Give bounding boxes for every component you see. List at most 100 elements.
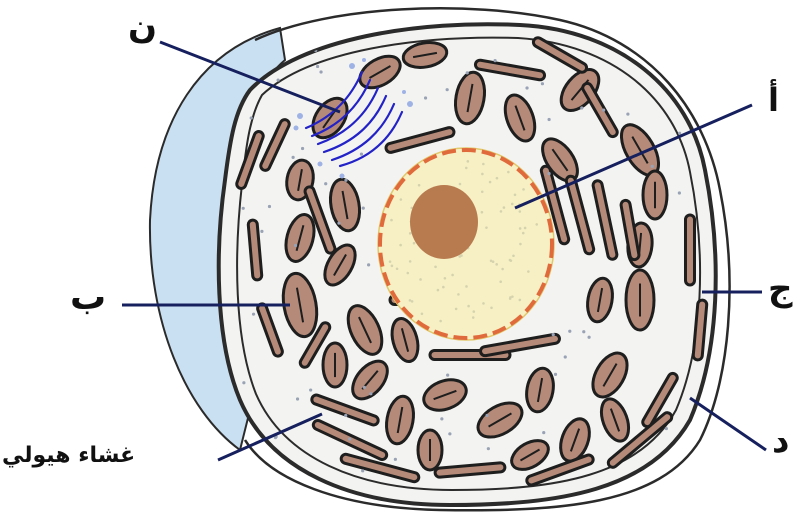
ribosome-dot (260, 230, 263, 233)
label-j: ج (768, 272, 793, 306)
chromatin-dot (418, 184, 421, 187)
chromatin-dot (406, 272, 409, 275)
chromatin-dot (501, 268, 504, 271)
ribosome-dot (277, 78, 280, 81)
chromatin-dot (482, 163, 485, 166)
ribosome-dot (564, 355, 567, 358)
ribosome-dot (319, 70, 322, 73)
chromatin-dot (519, 243, 522, 246)
chromatin-dot (519, 227, 522, 230)
ribosome-dot (587, 336, 590, 339)
ribosome-dot (554, 373, 557, 376)
ribosome-dot (582, 330, 585, 333)
ribosome-dot (337, 222, 340, 225)
chromatin-dot (519, 210, 522, 213)
chromatin-dot (396, 267, 399, 270)
ribosome-dot (548, 118, 551, 121)
chromatin-dot (481, 190, 484, 193)
chromatin-dot (499, 280, 502, 283)
chromatin-dot (409, 260, 412, 263)
ribosome-dot (541, 82, 544, 85)
label-membrane: غشاء هيولي (2, 445, 135, 467)
chromatin-dot (400, 198, 403, 201)
ribosome-dot (602, 109, 605, 112)
chromatin-dot (481, 173, 484, 176)
ribosome-dot (487, 447, 490, 450)
chromatin-dot (485, 226, 488, 229)
chromatin-dot (527, 270, 530, 273)
ribosome-dot (344, 414, 347, 417)
ribosome-dot (568, 330, 571, 333)
ribosome-dot (552, 333, 555, 336)
chromatin-dot (465, 285, 468, 288)
nucleolus (410, 185, 478, 259)
ribosome-dot (367, 263, 370, 266)
chromatin-dot (421, 312, 424, 315)
chromatin-dot (514, 194, 517, 197)
chromatin-dot (439, 320, 442, 323)
chromatin-dot (467, 160, 470, 163)
ribosome-dot (678, 191, 681, 194)
chromatin-dot (507, 171, 510, 174)
ribosome-dot (362, 207, 365, 210)
chromatin-dot (509, 296, 512, 299)
chromatin-dot (489, 181, 492, 184)
chromatin-dot (458, 255, 461, 258)
ribosome-dot (665, 427, 668, 430)
chromatin-dot (509, 259, 512, 262)
ribosome-dot (424, 96, 427, 99)
chromatin-dot (444, 277, 447, 280)
chromatin-dot (481, 211, 484, 214)
ribosome-dot (280, 484, 283, 487)
ribosome-dot (242, 207, 245, 210)
chromatin-dot (495, 263, 498, 266)
chromatin-dot (490, 260, 493, 263)
chromatin-dot (419, 278, 422, 281)
chromatin-dot (482, 302, 485, 305)
ribosome-dot (580, 106, 583, 109)
chromatin-dot (522, 188, 525, 191)
chromatin-dot (500, 210, 503, 213)
chromatin-dot (512, 254, 515, 257)
ribosome-dot (348, 437, 351, 440)
label-n: ن (128, 10, 157, 44)
ribosome-dot (309, 388, 312, 391)
chromatin-dot (467, 305, 470, 308)
ribosome-dot (324, 182, 327, 185)
chromatin-dot (437, 289, 440, 292)
label-d: د (772, 424, 789, 458)
ribosome-dot (292, 156, 295, 159)
ribosome-dot (446, 373, 449, 376)
ribosome-dot (296, 397, 299, 400)
chromatin-dot (465, 167, 468, 170)
chromatin-dot (522, 232, 525, 235)
chromatin-dot (511, 203, 514, 206)
label-b: ب (70, 280, 106, 316)
er-cisterna (686, 215, 695, 285)
ribosome-dot (466, 71, 469, 74)
ribosome-dot (294, 244, 297, 247)
ribosome-dot (626, 112, 629, 115)
ribosome-dot (493, 59, 496, 62)
ribosome-dot (242, 381, 245, 384)
chromatin-dot (391, 265, 394, 268)
chromatin-dot (442, 286, 445, 289)
chromatin-dot (472, 310, 475, 313)
label-a: أ (768, 84, 779, 116)
ribosome-dot (485, 414, 488, 417)
chromatin-dot (459, 183, 462, 186)
chromatin-dot (457, 293, 460, 296)
ribosome-dot (670, 475, 673, 478)
ribosome-dot (275, 456, 278, 459)
ribosome-dot (316, 65, 319, 68)
ribosome-dot (394, 458, 397, 461)
ribosome-dot (301, 147, 304, 150)
chromatin-dot (413, 242, 416, 245)
ribosome-dot (360, 153, 363, 156)
chromatin-dot (519, 299, 522, 302)
ribosome-dot (252, 313, 255, 316)
chromatin-dot (535, 223, 538, 226)
chromatin-dot (451, 274, 454, 277)
chromatin-dot (434, 266, 437, 269)
